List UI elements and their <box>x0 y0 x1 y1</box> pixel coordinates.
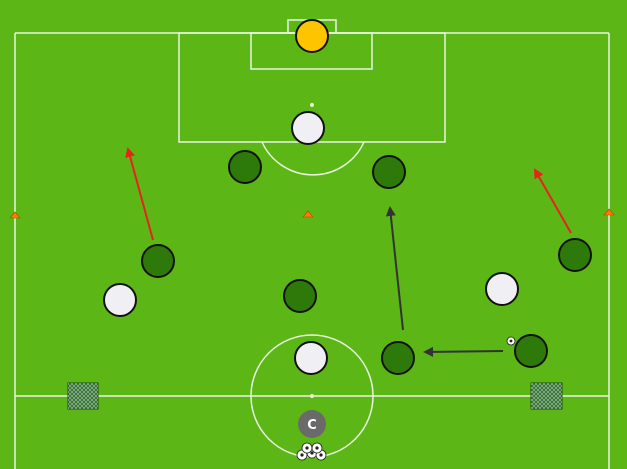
cone-center <box>302 210 314 218</box>
coach-label: C <box>307 418 317 433</box>
cone-right <box>603 208 615 216</box>
mini-goal-left <box>67 382 99 410</box>
green-player <box>514 334 548 368</box>
green-player <box>283 279 317 313</box>
pitch-lines <box>14 19 610 469</box>
coach-marker: C <box>298 410 326 438</box>
run-arrow-left <box>125 147 154 241</box>
center-spot <box>310 394 314 398</box>
run-arrow-right <box>534 168 572 234</box>
white-player <box>294 341 328 375</box>
goalkeeper-player <box>295 19 329 53</box>
penalty-spot <box>310 103 314 107</box>
penalty-arc <box>261 141 365 176</box>
white-player <box>103 283 137 317</box>
mini-goal-right <box>530 382 563 410</box>
pass-arrow-forward <box>385 206 404 331</box>
ball-pile-icon <box>296 442 327 461</box>
white-player <box>485 272 519 306</box>
green-player <box>141 244 175 278</box>
pass-arrow-across <box>423 346 504 357</box>
green-player <box>228 150 262 184</box>
white-player <box>291 111 325 145</box>
ball-icon <box>506 336 516 346</box>
green-player <box>381 341 415 375</box>
arrows <box>125 147 572 357</box>
green-player <box>372 155 406 189</box>
cones <box>9 208 615 219</box>
cone-left <box>9 211 21 219</box>
players <box>103 19 592 375</box>
green-player <box>558 238 592 272</box>
